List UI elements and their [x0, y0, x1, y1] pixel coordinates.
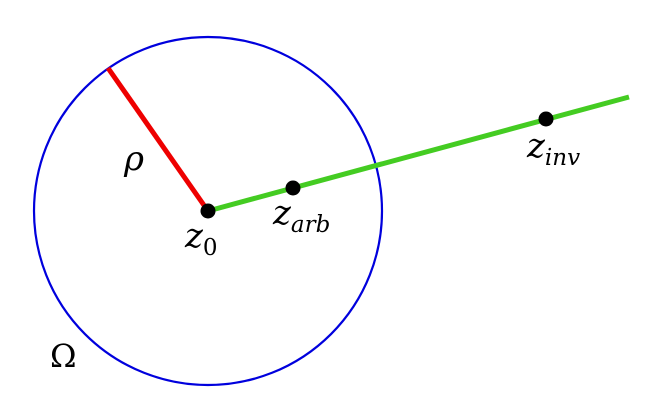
label-z0-main: z — [184, 216, 204, 256]
label-zinv: zinv — [526, 126, 580, 171]
label-zarb: zarb — [272, 193, 330, 238]
label-omega: Ω — [50, 337, 77, 375]
domain-circle — [32, 35, 384, 387]
point-zinv — [538, 111, 554, 127]
label-zinv-sub: inv — [545, 145, 580, 171]
point-z0 — [200, 203, 216, 219]
label-rho: ρ — [123, 139, 144, 179]
label-zarb-main: z — [272, 193, 292, 233]
label-zarb-sub: arb — [291, 212, 330, 238]
label-z0-sub: 0 — [203, 235, 218, 261]
label-zinv-main: z — [526, 126, 546, 166]
point-zarb — [285, 180, 301, 196]
label-z0: z0 — [184, 216, 218, 261]
ray-segment — [207, 94, 630, 214]
radius-segment — [105, 66, 211, 213]
